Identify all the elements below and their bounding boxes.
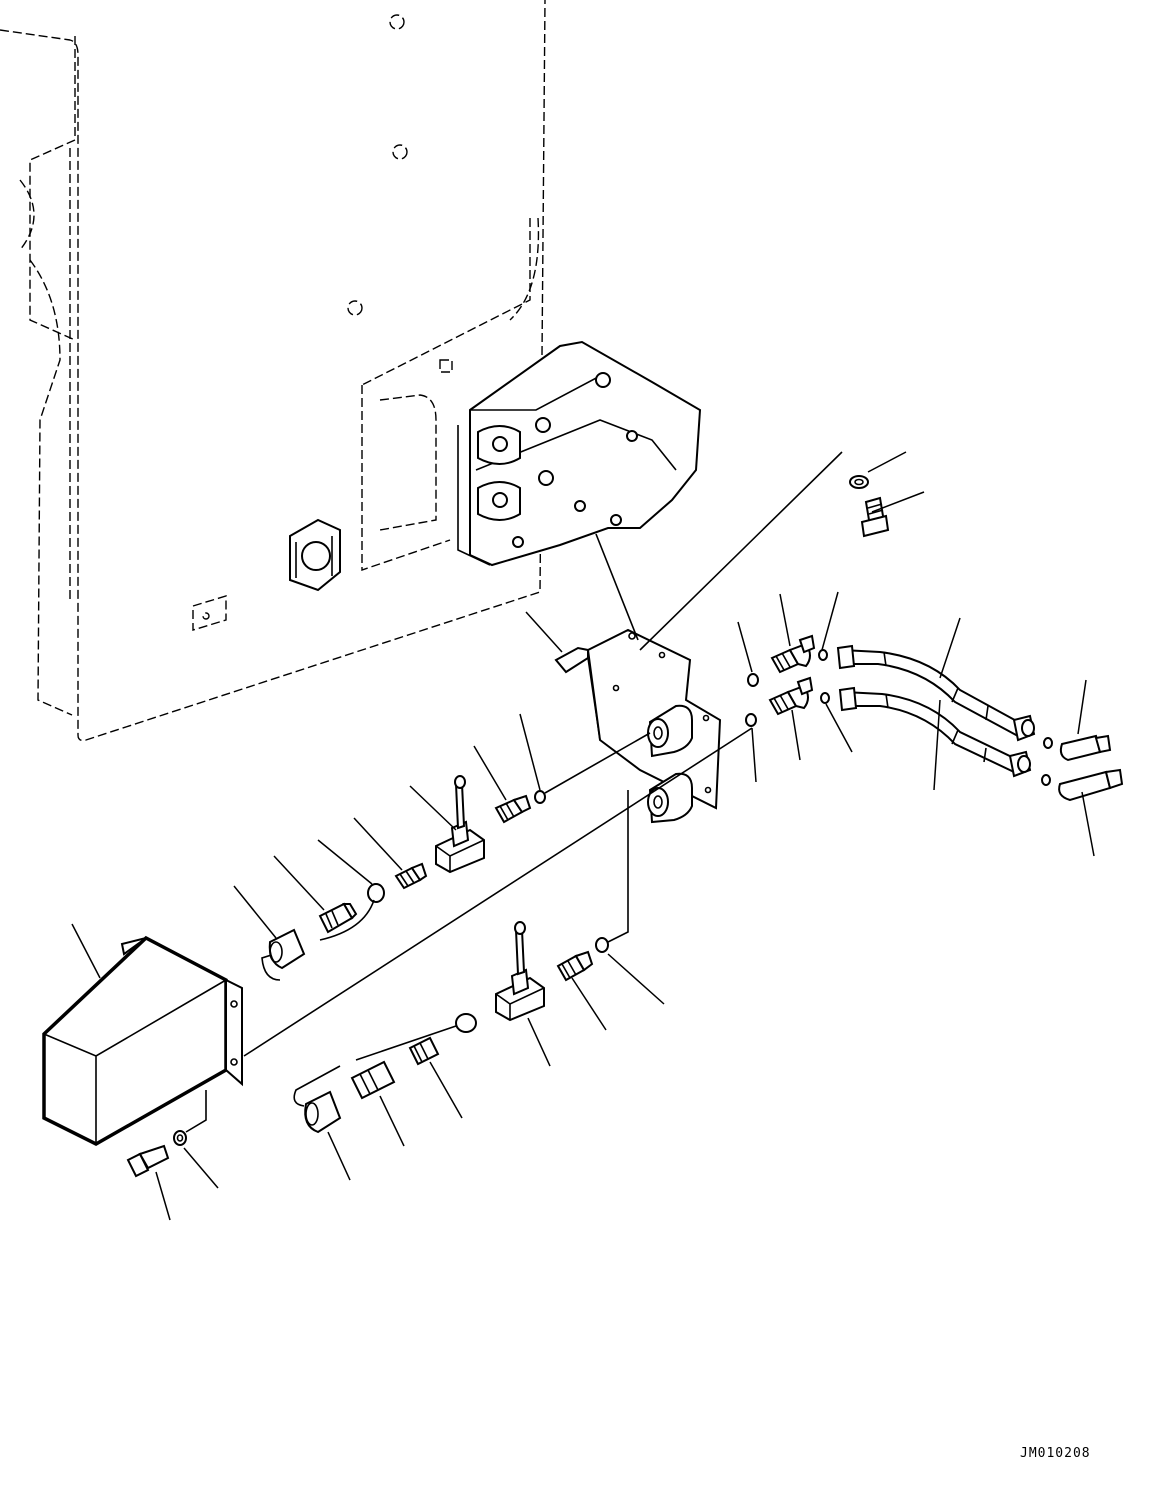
washer-and-bolt-upper	[849, 475, 890, 538]
quick-coupler-upper	[318, 902, 358, 934]
adapter-lower-chain-2	[408, 1036, 440, 1066]
elbow-adapter-upper	[770, 634, 816, 674]
coupler-mounting-bracket	[554, 628, 722, 824]
dust-cap-ring-upper	[261, 883, 385, 981]
hose-upper	[836, 644, 1036, 742]
cover-bolt-and-washer	[126, 1130, 187, 1178]
hinge-bracket-assembly	[457, 340, 702, 567]
ball-valve-upper	[435, 775, 485, 874]
oring-small-lower	[595, 937, 609, 953]
quick-coupler-lower	[350, 1060, 396, 1100]
adapter-upper-chain-2	[394, 862, 428, 890]
adapter-upper-chain	[494, 794, 532, 824]
frame-hidden-outline	[0, 0, 546, 742]
callout-leaders	[71, 451, 1095, 1221]
dust-cap-lower	[304, 1090, 342, 1134]
dust-cap-ring-lower	[293, 1013, 477, 1107]
hose-lower	[838, 686, 1032, 778]
dust-cap-upper	[268, 928, 306, 970]
oring-small-upper	[534, 790, 546, 804]
elbow-adapter-lower	[768, 676, 814, 716]
assembly-lines	[185, 451, 843, 1133]
adapter-lower-chain	[556, 950, 594, 982]
end-fittings-right	[1041, 734, 1124, 802]
bracket-o-rings	[745, 649, 830, 727]
coupler-cover	[42, 935, 243, 1146]
mount-flange	[289, 518, 341, 592]
ball-valve-lower	[495, 921, 545, 1022]
drawing-code: JM010208	[1020, 1446, 1091, 1461]
